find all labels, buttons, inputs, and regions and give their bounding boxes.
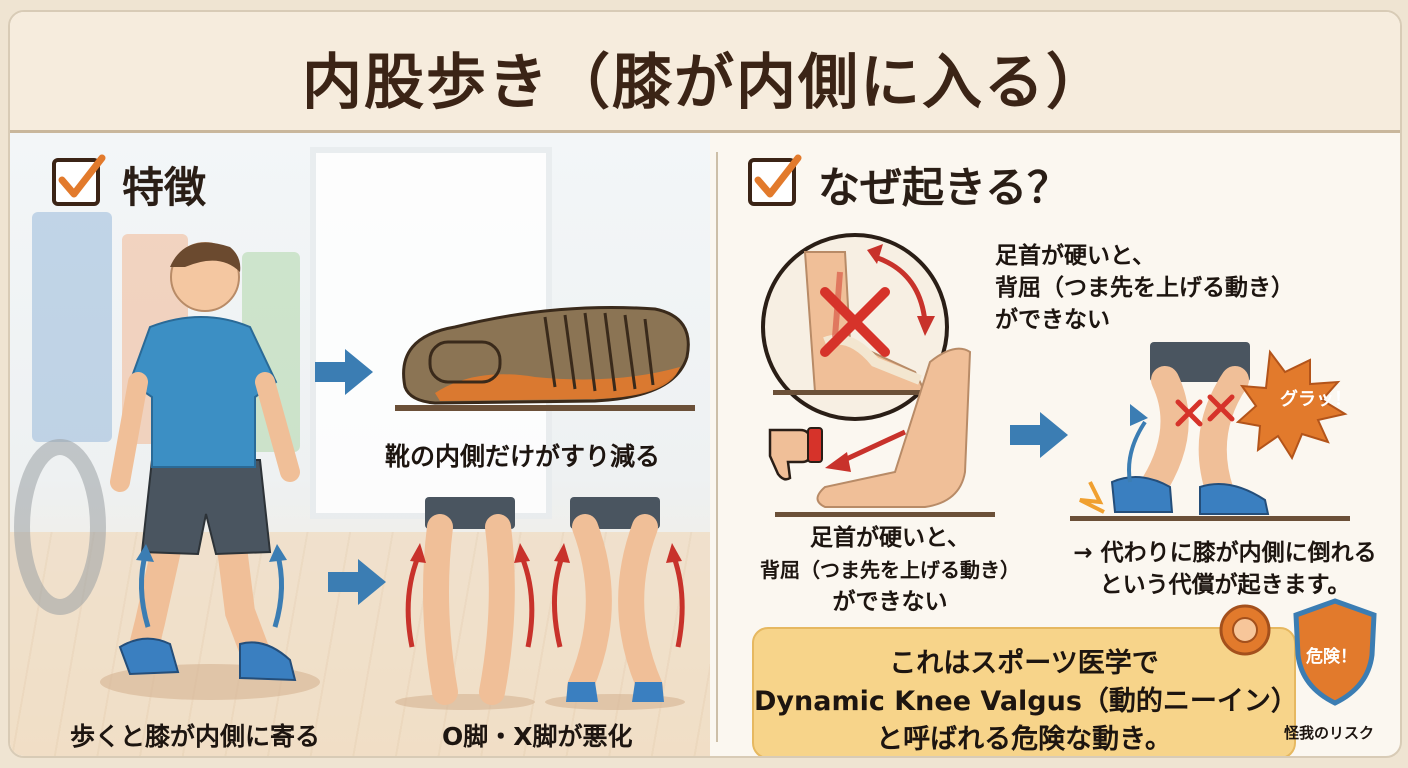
caption-legs: O脚・X脚が悪化	[442, 722, 633, 751]
caption-walking: 歩くと膝が内側に寄る	[70, 722, 321, 751]
wobble-label: グラッ！	[1280, 389, 1352, 410]
sports-medicine-callout: これはスポーツ医学で Dynamic Knee Valgus（動的ニーイン） と…	[752, 627, 1298, 756]
section-divider	[716, 152, 718, 742]
note-line: ができない	[832, 589, 948, 615]
callout-line: Dynamic Knee Valgus（動的ニーイン）	[754, 686, 1298, 717]
title-bar: 内股歩き（膝が内側に入る）	[10, 12, 1400, 133]
inward-arrow-right-icon	[269, 544, 287, 628]
danger-badge: 危険！	[1306, 647, 1357, 667]
caption-shoe: 靴の内側だけがすり減る	[385, 442, 661, 471]
worn-shoe-sole-illustration	[395, 305, 695, 411]
checkbox-icon	[748, 154, 802, 206]
tire-icon	[14, 439, 106, 615]
features-heading: 特徴	[122, 163, 207, 212]
note-line: → 代わりに膝が内側に倒れる	[1073, 540, 1377, 566]
arrow-right-icon	[328, 559, 386, 605]
walking-person-illustration	[100, 242, 320, 700]
thumbs-down-icon	[768, 427, 823, 481]
knee-valgus-illustration	[1070, 342, 1350, 521]
callout-line: と呼ばれる危険な動き。	[876, 724, 1172, 755]
checkbox-icon	[52, 154, 106, 206]
inward-arrow-left-icon	[136, 544, 154, 628]
note-line: ができない	[995, 307, 1110, 333]
arrow-right-icon	[1010, 412, 1068, 458]
risk-label: 怪我のリスク	[1284, 724, 1375, 742]
compensation-note: → 代わりに膝が内側に倒れる という代償が起きます。	[1050, 537, 1400, 601]
wall-panel-blue	[32, 212, 112, 442]
infographic-card: 内股歩き（膝が内側に入る） 特徴	[8, 10, 1402, 758]
note-line: 背屈（つま先を上げる動き）	[760, 558, 1020, 582]
stiff-ankle-illustration	[761, 233, 995, 517]
stiff-ankle-note-bottom: 足首が硬いと、 背屈（つま先を上げる動き） ができない	[745, 522, 1035, 618]
arrow-right-icon	[315, 349, 373, 395]
note-line: 足首が硬いと、	[809, 525, 971, 551]
callout-line: これはスポーツ医学で	[889, 648, 1159, 679]
note-line: 足首が硬いと、	[995, 243, 1156, 269]
note-line: 背屈（つま先を上げる動き）	[995, 275, 1294, 301]
page-title: 内股歩き（膝が内側に入る）	[302, 48, 1108, 118]
causes-heading: なぜ起きる？	[818, 163, 1070, 212]
stiff-ankle-note-top: 足首が硬いと、 背屈（つま先を上げる動き） ができない	[995, 240, 1395, 336]
injury-gear-icon	[1219, 604, 1271, 656]
o-x-legs-illustration	[395, 497, 685, 710]
note-line: という代償が起きます。	[1099, 572, 1351, 598]
danger-shield-icon	[1293, 598, 1377, 706]
